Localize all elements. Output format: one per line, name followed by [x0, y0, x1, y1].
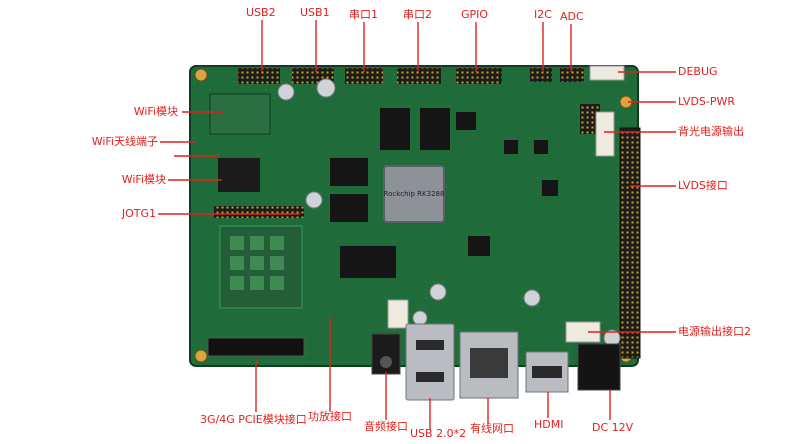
jotg1-header [214, 206, 304, 218]
pcie-slot [207, 337, 305, 357]
i2c-header [530, 68, 552, 82]
label-serial1: 串口1 [349, 8, 378, 21]
label-audio-port: 音频接口 [364, 420, 408, 433]
label-usb1: USB1 [300, 6, 330, 19]
serial1-header [345, 68, 383, 84]
label-wifi-module-1: WiFi模块 [133, 105, 178, 118]
amp-connector [387, 299, 409, 329]
label-usb20: USB 2.0*2 [410, 427, 467, 440]
capacitor [316, 78, 336, 98]
cpu-marking: Rockchip RK3288 [384, 190, 445, 198]
capacitor [412, 310, 428, 326]
mounting-hole [194, 349, 208, 363]
label-lvds-pwr: LVDS-PWR [678, 95, 736, 108]
cpu-chip [383, 165, 445, 223]
backlight-connector [595, 111, 615, 157]
label-amp-port: 功放接口 [308, 410, 352, 423]
mounting-hole [194, 68, 208, 82]
capacitor [277, 83, 295, 101]
gpio-header [456, 68, 502, 84]
label-pcie-module: 3G/4G PCIE模块接口 [200, 413, 307, 426]
label-dc12v: DC 12V [592, 421, 634, 434]
capacitor [429, 283, 447, 301]
lvds-pwr-header [580, 104, 600, 134]
usb-jack [405, 323, 455, 401]
adc-header [560, 68, 584, 82]
ic-chip [468, 236, 490, 256]
debug-connector [589, 65, 625, 81]
label-gpio: GPIO [461, 8, 489, 21]
ic-chip [542, 180, 558, 196]
label-adc: ADC [560, 10, 584, 23]
label-backlight-power-out: 背光电源输出 [678, 125, 744, 138]
ram-chip [330, 158, 368, 186]
ic-chip [504, 140, 518, 154]
label-lvds-port: LVDS接口 [678, 179, 728, 192]
label-debug: DEBUG [678, 65, 718, 78]
capacitor [305, 191, 323, 209]
ic-chip [456, 112, 476, 130]
wifi-module [209, 93, 271, 135]
dc-jack [577, 343, 621, 391]
ram-chip [420, 108, 450, 150]
label-hdmi: HDMI [534, 418, 564, 431]
label-power-out-2: 电源输出接口2 [678, 325, 751, 338]
ic-chip [534, 140, 548, 154]
emmc-chip [340, 246, 396, 278]
label-jotg1: JOTG1 [121, 207, 156, 220]
label-ethernet: 有线网口 [470, 422, 514, 435]
annotation-leaders [158, 20, 676, 430]
ram-chip [380, 108, 410, 150]
label-usb2: USB2 [246, 6, 276, 19]
label-wifi-antenna: WiFi天线端子 [91, 135, 158, 148]
usb2-header [238, 68, 280, 84]
label-wifi-module-2: WiFi模块 [121, 173, 166, 186]
ram-chip [330, 194, 368, 222]
label-serial2: 串口2 [403, 8, 432, 21]
label-i2c: I2C [534, 8, 552, 21]
capacitor [523, 289, 541, 307]
wifi-chip [218, 158, 260, 192]
lvds-connector [619, 127, 641, 359]
serial2-header [397, 68, 441, 84]
